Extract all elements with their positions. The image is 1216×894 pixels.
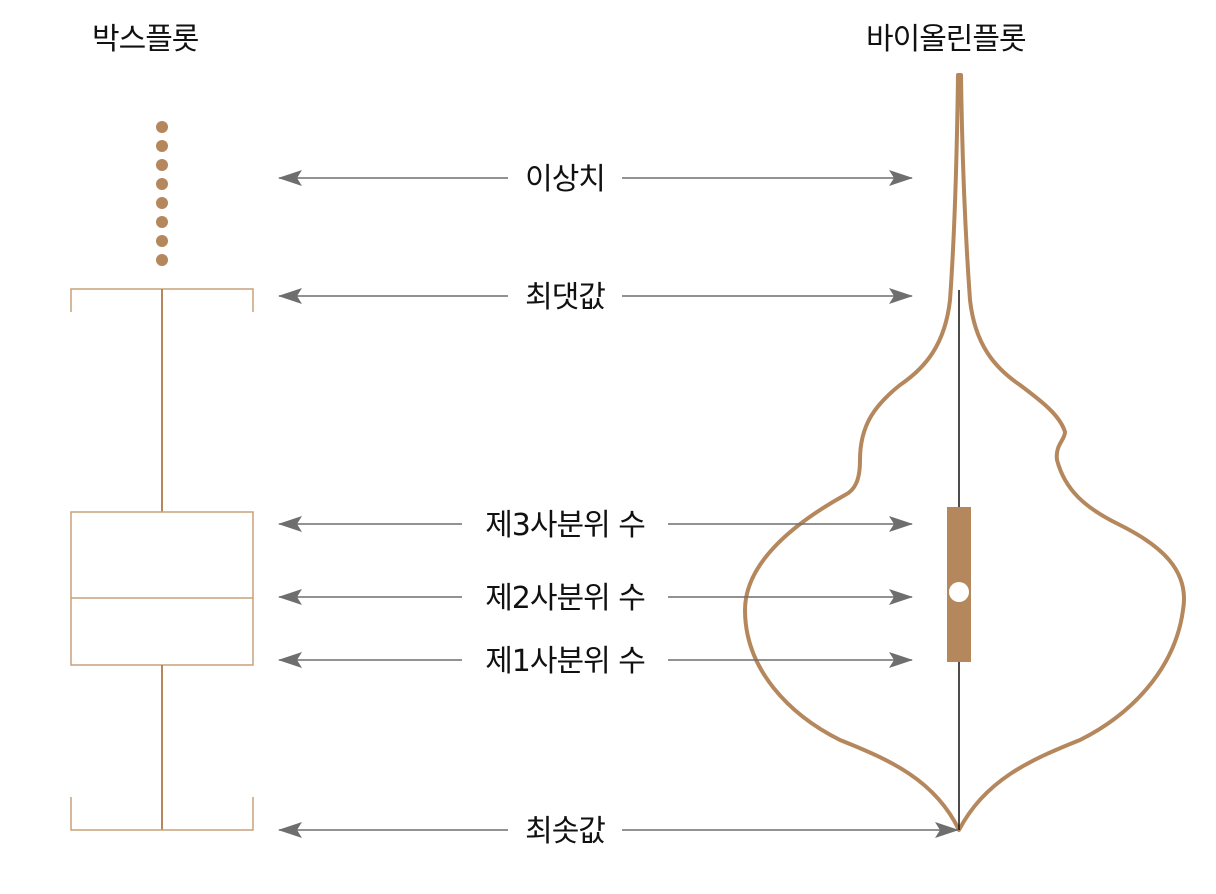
annotation-max: 최댓값 (278, 280, 913, 315)
annotation-outlier: 이상치 (278, 162, 913, 197)
outlier-dot (156, 216, 168, 228)
label-min: 최솟값 (525, 814, 605, 849)
outlier-dot (156, 140, 168, 152)
violinplot-title: 바이올린플롯 (866, 22, 1027, 57)
annotation-min: 최솟값 (278, 814, 959, 849)
label-q3: 제3사분위 수 (485, 508, 645, 543)
violin-median-dot (949, 582, 969, 602)
label-max: 최댓값 (525, 280, 605, 315)
min-whisker-cap (70, 797, 254, 831)
outlier-dots (156, 121, 168, 266)
annotation-q1: 제1사분위 수 (278, 644, 913, 679)
outlier-dot (156, 235, 168, 247)
outlier-dot (156, 159, 168, 171)
violin-outline (743, 73, 1186, 832)
annotation-q2: 제2사분위 수 (278, 581, 913, 616)
iqr-box (70, 511, 254, 666)
outlier-dot (156, 254, 168, 266)
outlier-dot (156, 121, 168, 133)
outlier-dot (156, 178, 168, 190)
label-q1: 제1사분위 수 (485, 644, 645, 679)
label-q2: 제2사분위 수 (485, 581, 645, 616)
annotation-q3: 제3사분위 수 (278, 508, 913, 543)
outlier-dot (156, 197, 168, 209)
boxplot (70, 121, 254, 831)
boxplot-title: 박스플롯 (92, 22, 199, 57)
label-outlier: 이상치 (525, 162, 605, 197)
violinplot (743, 73, 1186, 832)
